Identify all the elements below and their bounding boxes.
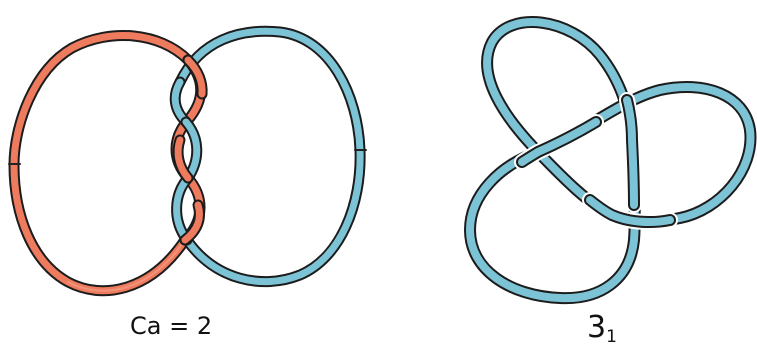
left-caption: Ca = 2	[130, 312, 212, 340]
red-loop	[14, 36, 188, 291]
right-caption-subscript: 1	[606, 327, 617, 347]
right-caption: 31	[587, 310, 617, 347]
right-caption-base: 3	[587, 310, 606, 345]
blue-loop	[180, 31, 360, 281]
trefoil-knot	[470, 22, 750, 298]
